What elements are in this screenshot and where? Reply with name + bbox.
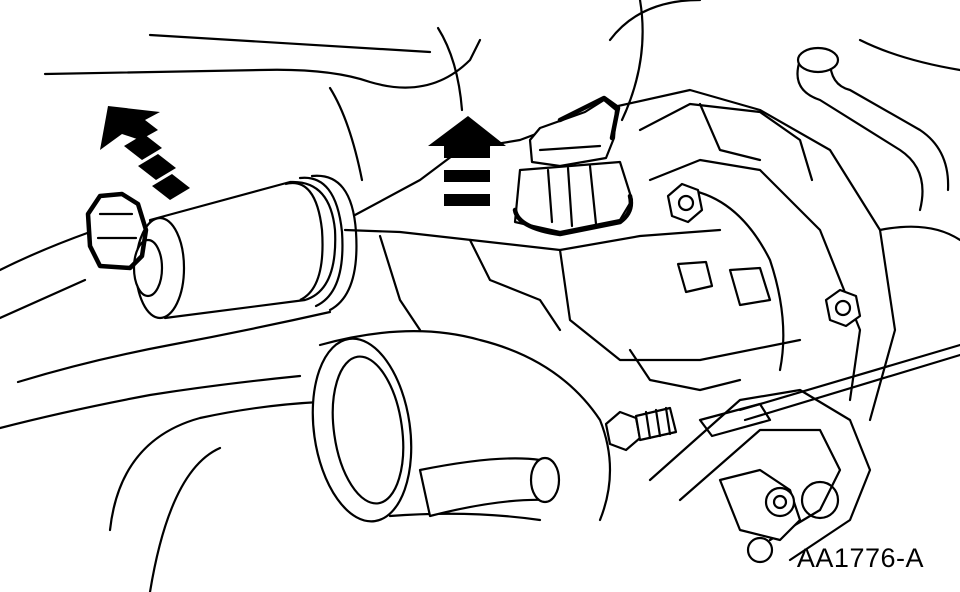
bolt-lower <box>746 536 774 564</box>
mounting-bolts <box>604 182 862 564</box>
throttle-body-housing <box>343 88 897 422</box>
bolt-right <box>824 288 862 328</box>
accelerator-cable <box>738 343 960 422</box>
figure-id-label: AA1776-A <box>796 543 924 573</box>
throttle-linkage <box>628 348 872 562</box>
removal-direction-arrow-center <box>428 116 506 206</box>
throttle-position-sensor-connector <box>512 95 634 237</box>
engine-outline <box>0 0 702 592</box>
idle-air-control-valve <box>85 174 358 320</box>
bolt-upper <box>666 182 704 224</box>
coolant-tube <box>418 456 561 518</box>
throttle-body-inlet <box>311 330 612 523</box>
removal-direction-arrow-left <box>100 106 190 200</box>
vacuum-hose <box>796 38 960 242</box>
bolt-lower-left <box>604 406 678 452</box>
